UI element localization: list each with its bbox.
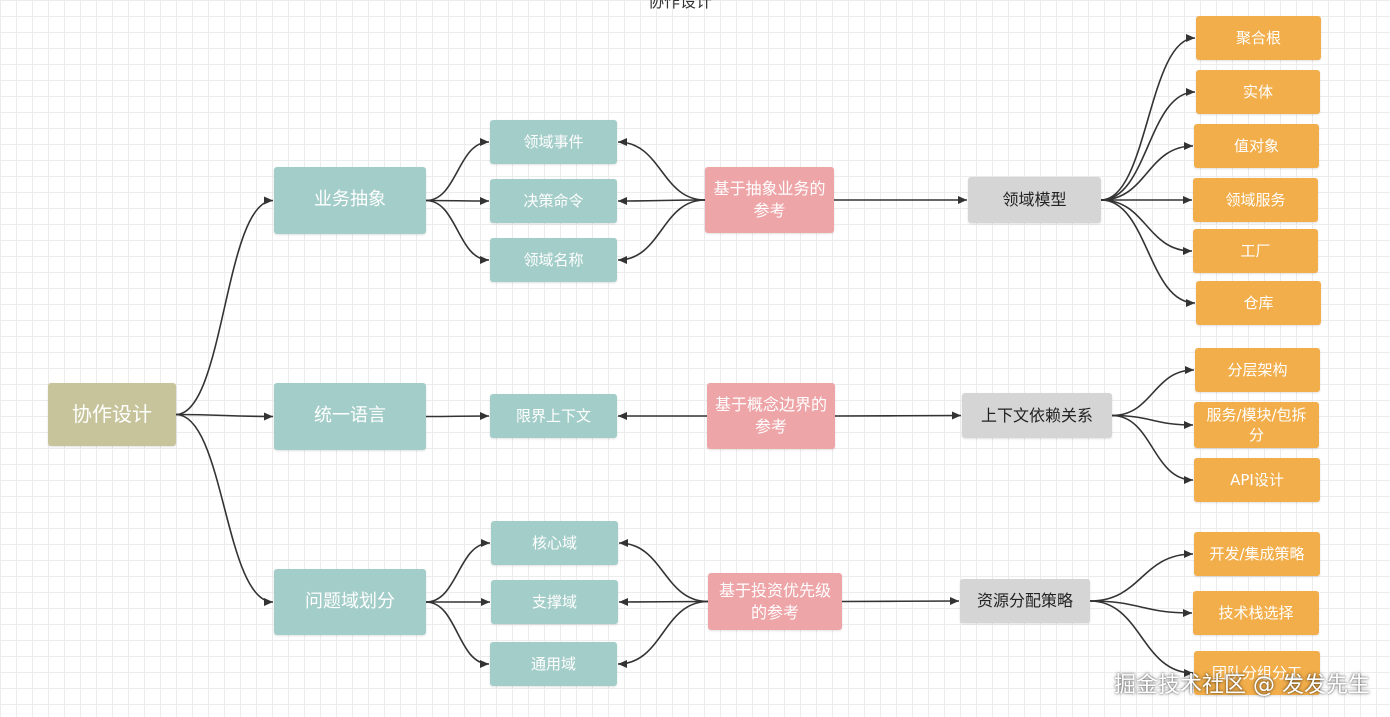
edge-ubiquitous-language-to-bounded-context [425,412,490,421]
edge-domain-model-to-factory [1100,199,1193,255]
generic-domain-node[interactable]: 通用域 [490,642,617,686]
core-domain-node[interactable]: 核心域 [491,521,618,565]
edge-ref-investment-to-generic-domain [617,600,709,668]
edge-ref-business-to-domain-event [617,138,706,201]
ref-concept-node[interactable]: 基于概念边界的参考 [707,383,835,449]
edge-root-to-business-abstraction [175,196,274,416]
bounded-context-node[interactable]: 限界上下文 [490,394,617,438]
layered-arch-node[interactable]: 分层架构 [1195,348,1320,392]
value-object-node[interactable]: 值对象 [1194,124,1319,168]
edge-ref-investment-to-supporting-domain [618,597,709,606]
edge-ref-business-to-domain-name [617,199,706,264]
edge-resource-strategy-to-tech-stack [1089,600,1193,617]
domain-event-node[interactable]: 领域事件 [490,120,617,164]
entity-node[interactable]: 实体 [1196,70,1320,114]
problem-domain-node[interactable]: 问题域划分 [274,569,426,635]
edge-problem-domain-to-core-domain [425,539,491,603]
edge-resource-strategy-to-dev-integration [1089,550,1194,602]
edge-business-abstraction-to-decision-command [425,196,490,205]
business-abstraction-node[interactable]: 业务抽象 [274,167,426,234]
watermark: 掘金技术社区 @ 发发先生 [1114,673,1370,698]
edge-ref-concept-to-context-dependency [834,411,962,420]
edge-ref-investment-to-resource-strategy [841,597,960,606]
resource-strategy-node[interactable]: 资源分配策略 [960,579,1090,623]
edge-ref-business-to-decision-command [617,196,706,205]
edge-context-dependency-to-api-design [1111,414,1194,484]
tech-stack-node[interactable]: 技术栈选择 [1193,591,1319,635]
edge-problem-domain-to-generic-domain [425,601,490,668]
edge-domain-model-to-repository [1100,199,1196,307]
page-title: 协作设计 [648,0,713,11]
ubiquitous-language-node[interactable]: 统一语言 [274,383,426,450]
edge-business-abstraction-to-domain-name [425,199,490,264]
domain-service-node[interactable]: 领域服务 [1193,178,1318,222]
edge-resource-strategy-to-team-grouping [1089,600,1194,677]
root-node[interactable]: 协作设计 [48,383,176,446]
decision-command-node[interactable]: 决策命令 [490,179,617,223]
edge-domain-model-to-aggregate-root [1100,34,1196,201]
dev-integration-node[interactable]: 开发/集成策略 [1194,532,1320,576]
domain-model-node[interactable]: 领域模型 [968,177,1101,223]
edge-context-dependency-to-layered-arch [1111,366,1195,417]
team-grouping-node[interactable]: 团队分组分工 [1194,651,1320,695]
factory-node[interactable]: 工厂 [1193,229,1318,273]
edge-ref-investment-to-core-domain [618,539,709,603]
aggregate-root-node[interactable]: 聚合根 [1196,16,1321,60]
domain-name-node[interactable]: 领域名称 [490,238,617,282]
supporting-domain-node[interactable]: 支撑域 [491,580,618,624]
ref-business-node[interactable]: 基于抽象业务的参考 [705,167,834,233]
repository-node[interactable]: 仓库 [1196,281,1321,325]
ref-investment-node[interactable]: 基于投资优先级的参考 [708,573,842,630]
edge-domain-model-to-entity [1100,88,1196,201]
edge-root-to-problem-domain [175,413,274,606]
edge-context-dependency-to-service-split [1111,414,1194,429]
edge-business-abstraction-to-domain-event [425,138,490,202]
edge-root-to-ubiquitous-language [175,412,274,421]
service-split-node[interactable]: 服务/模块/包拆分 [1194,402,1319,448]
api-design-node[interactable]: API设计 [1194,458,1320,502]
context-dependency-node[interactable]: 上下文依赖关系 [962,393,1112,438]
edge-domain-model-to-value-object [1100,142,1194,201]
